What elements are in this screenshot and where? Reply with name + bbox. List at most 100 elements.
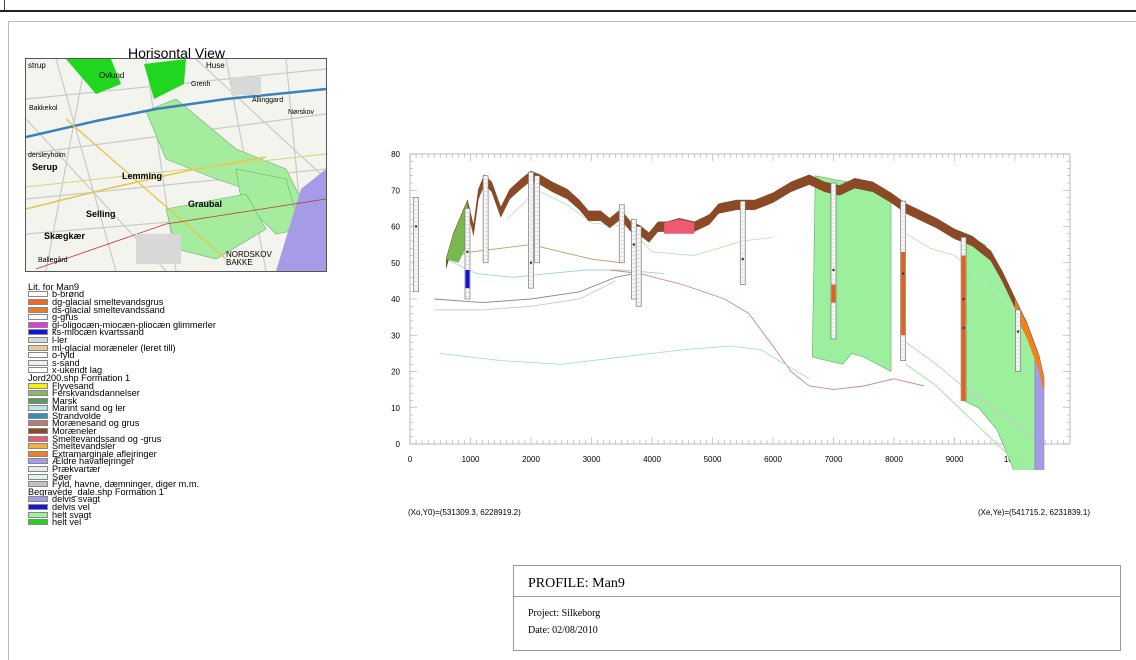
legend-swatch xyxy=(28,428,48,435)
map-label-huse: Huse xyxy=(206,61,225,70)
legend-label: Fyld, havne, dæmninger, diger m.m. xyxy=(52,479,200,490)
borehole-interval xyxy=(901,251,906,336)
legend-swatch xyxy=(28,519,48,526)
profile-date: Date: 02/08/2010 xyxy=(528,625,598,636)
legend-group-heading: Begravede_dale.shp Formation 1 xyxy=(28,487,164,498)
legend-label: ks-miocæn kvartssand xyxy=(52,327,144,338)
borehole-interval xyxy=(831,284,836,303)
legend-swatch xyxy=(28,359,48,366)
layer-boundary xyxy=(440,345,810,380)
borehole-marker xyxy=(901,272,905,275)
legend-swatch xyxy=(28,336,48,343)
legend-swatch xyxy=(28,314,48,321)
y-tick-label: 70 xyxy=(391,186,400,195)
project-name: Project: Silkeborg xyxy=(528,608,601,619)
legend-item: gl-oligocæn-miocæn-pliocæn glimmerler xyxy=(28,320,368,329)
borehole-marker xyxy=(832,268,835,272)
layer-boundary xyxy=(905,233,1028,322)
legend-item: Marsk xyxy=(28,395,368,406)
legend-swatch xyxy=(28,443,48,450)
legend-item: Prækvartær xyxy=(28,464,368,475)
map-canvas xyxy=(26,59,326,271)
x-tick-label: 0 xyxy=(408,455,413,464)
legend-swatch xyxy=(28,321,48,328)
legend-item: x-ukendt lag xyxy=(28,365,368,376)
legend-item: Strandvolde xyxy=(28,410,368,421)
layer-boundary xyxy=(434,280,616,311)
layer-boundary xyxy=(905,342,1034,438)
borehole-column xyxy=(618,204,625,264)
x-tick-label: 1000 xyxy=(462,455,480,464)
legend-swatch xyxy=(28,306,48,313)
borehole-marker xyxy=(632,243,636,246)
extramarginal-strip xyxy=(1015,299,1044,394)
borehole-marker xyxy=(962,297,965,301)
legend-swatch xyxy=(28,412,48,419)
map-label-selling: Selling xyxy=(86,209,116,219)
y-tick-label: 10 xyxy=(391,404,400,413)
legend-label: Marsk xyxy=(52,395,78,406)
profile-canvas: 0100020003000400050006000700080009000100… xyxy=(391,150,1071,564)
y-tick-label: 50 xyxy=(391,259,400,268)
legend-label: s-sand xyxy=(52,357,80,368)
y-tick-label: 30 xyxy=(391,331,400,340)
legend-item: helt svagt xyxy=(28,509,368,520)
legend-swatch xyxy=(28,420,48,427)
legend-label: x-ukendt lag xyxy=(52,365,103,376)
legend-swatch xyxy=(28,367,48,374)
y-tick-label: 0 xyxy=(396,440,401,449)
legend-item: Moræneler xyxy=(28,426,368,437)
map-label-lemming: Lemming xyxy=(122,171,163,181)
surface-green-patch xyxy=(446,201,468,263)
legend-swatch xyxy=(28,511,48,518)
legend-item: delvis vel xyxy=(28,502,368,513)
legend-item: Morænesand og grus xyxy=(28,419,368,428)
map-label-ovlund: Ovlund xyxy=(99,71,125,80)
borehole-column xyxy=(482,175,489,264)
legend-item: ds-glacial smeltevandssand xyxy=(28,305,368,314)
legend-item: g-grus xyxy=(28,312,368,323)
legend-swatch xyxy=(28,382,48,389)
legend-swatch xyxy=(28,329,48,336)
legend-item: Fyld, havne, dæmninger, diger m.m. xyxy=(28,479,368,490)
legend-label: Smeltevandssand og -grus xyxy=(52,433,162,444)
legend-swatch xyxy=(28,352,48,359)
y-tick-label: 60 xyxy=(391,223,400,232)
map-label-norskov: Nørskov xyxy=(288,109,315,116)
legend-label: Søer xyxy=(52,471,72,482)
horizontal-view-map[interactable]: strup Ovlund Huse Grenh Allinggard Nørsk… xyxy=(25,58,327,272)
legend-item: s-sand xyxy=(28,357,368,368)
legend-label: Moræneler xyxy=(52,426,97,437)
borehole-column xyxy=(534,175,540,264)
legend-label: Strandvolde xyxy=(52,410,102,421)
layer-boundary xyxy=(446,258,665,278)
x-tick-label: 6000 xyxy=(764,455,782,464)
legend-label: delvis vel xyxy=(52,502,90,513)
legend-label: Prækvartær xyxy=(52,464,101,475)
x-tick-label: 5000 xyxy=(704,455,722,464)
layer-boundary xyxy=(609,269,925,391)
legend-label: helt svagt xyxy=(52,509,92,520)
legend-item: dg-glacial smeltevandsgrus xyxy=(28,297,368,307)
borehole-marker xyxy=(741,257,744,261)
borehole-marker xyxy=(466,250,469,254)
borehole-column xyxy=(830,182,837,340)
legend-item: Ældre havaflejringer xyxy=(28,456,368,467)
legend-label: Ældre havaflejringer xyxy=(52,456,135,467)
start-coordinate: (Xo,Y0)=(531309.3, 6228919.2) xyxy=(408,508,521,517)
legend-swatch xyxy=(28,397,48,404)
legend-label: g-grus xyxy=(52,312,79,323)
x-tick-label: 2000 xyxy=(522,455,540,464)
legend-item: ks-miocæn kvartssand xyxy=(28,327,368,338)
top-toolbar-strip xyxy=(0,0,1136,12)
legend-swatch xyxy=(28,496,48,503)
map-label-strup: strup xyxy=(28,61,46,70)
legend-label: l-ler xyxy=(52,334,68,345)
end-coordinate: (Xe,Ye)=(541715.2, 6231839.1) xyxy=(978,508,1091,517)
legend-swatch xyxy=(28,466,48,473)
borehole-marker xyxy=(962,326,965,330)
buried-valley-fill xyxy=(811,175,892,372)
legend-swatch xyxy=(28,450,48,457)
legend-label: Ferskvandsdannelser xyxy=(52,388,140,399)
